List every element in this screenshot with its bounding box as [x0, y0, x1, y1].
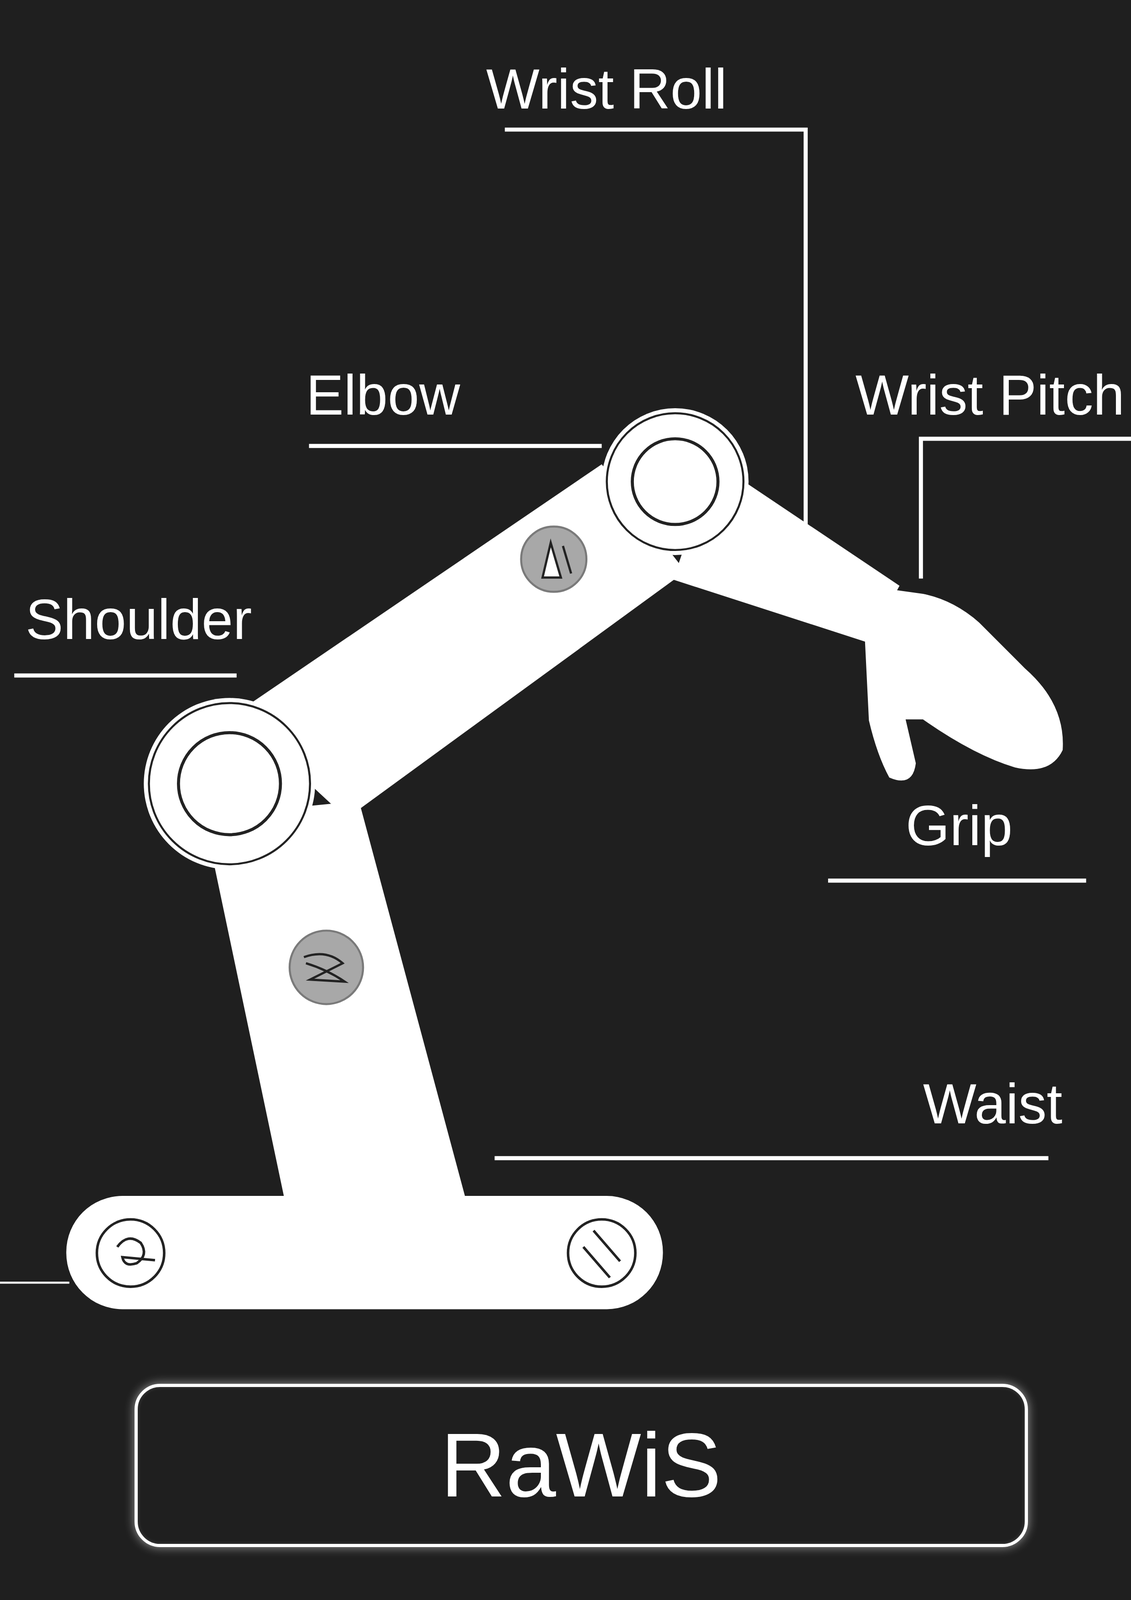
- part-label: Grip: [905, 797, 1013, 854]
- gripper: [864, 586, 1063, 781]
- part-label: Shoulder: [25, 591, 252, 648]
- base-screws: [96, 1219, 636, 1287]
- title-box: RaWiS: [134, 1383, 1028, 1547]
- arm-screws: [289, 526, 587, 1004]
- part-label: Waist: [923, 1075, 1063, 1132]
- part-label: Wrist Pitch: [855, 366, 1125, 424]
- part-label: Wrist Roll: [486, 60, 727, 118]
- base-plate: [66, 1195, 663, 1309]
- leader-lines: [0, 129, 1131, 1283]
- elbow-joint: [601, 408, 749, 556]
- box-title: RaWiS: [440, 1420, 722, 1511]
- shoulder-joint: [143, 697, 316, 870]
- part-label: Elbow: [306, 366, 461, 424]
